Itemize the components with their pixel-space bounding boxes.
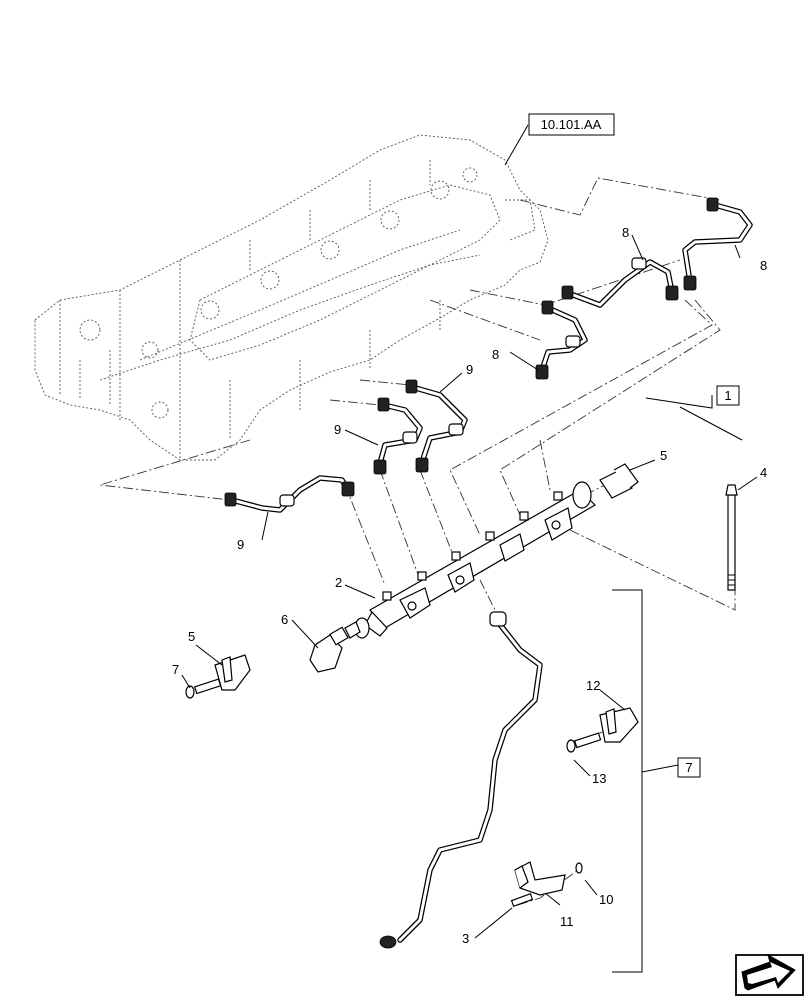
engine-block-outline [34,134,549,461]
callout-7: 7 [172,662,179,677]
callout-9-b: 9 [334,422,341,437]
rail-pressure-sensor [309,621,361,673]
reference-1-text: 1 [724,388,731,403]
common-rail [354,481,596,639]
injection-line-8c [535,300,588,380]
callout-3: 3 [462,931,469,946]
callout-8-a: 8 [622,225,629,240]
injection-line-8b [561,257,679,308]
callout-9-c: 9 [237,537,244,552]
leader-lines [181,124,758,973]
callout-9-a: 9 [466,362,473,377]
callout-6: 6 [281,612,288,627]
callout-4: 4 [760,465,767,480]
callout-5-b: 5 [188,629,195,644]
reference-box-7[interactable]: 7 [677,757,701,778]
callout-2: 2 [335,575,342,590]
reference-7-text: 7 [685,760,692,775]
stud-bolt [725,484,738,591]
injection-line-9b [373,397,423,475]
pressure-relief-valve [599,463,639,499]
callout-10: 10 [599,892,613,907]
callout-12: 12 [586,678,600,693]
clamp-bracket-12 [566,707,639,753]
reference-engine-text: 10.101.AA [541,117,602,132]
callout-13: 13 [592,771,606,786]
next-page-arrow-icon[interactable] [735,953,804,996]
reference-box-engine[interactable]: 10.101.AA [528,113,615,136]
callout-11: 11 [560,914,574,929]
callout-8-b: 8 [760,258,767,273]
injection-line-8a [682,197,753,291]
alignment-lines [99,177,736,906]
callout-5-a: 5 [660,448,667,463]
reference-box-1[interactable]: 1 [716,385,740,406]
clamp-11 [510,861,583,908]
injection-line-9a [405,379,468,473]
clamp-bracket-5 [185,654,251,699]
return-line [379,611,543,949]
callout-labels: 8 8 8 9 9 9 5 4 2 6 5 7 12 13 10 11 3 [172,225,767,946]
injection-line-9c [224,475,355,513]
callout-8-c: 8 [492,347,499,362]
